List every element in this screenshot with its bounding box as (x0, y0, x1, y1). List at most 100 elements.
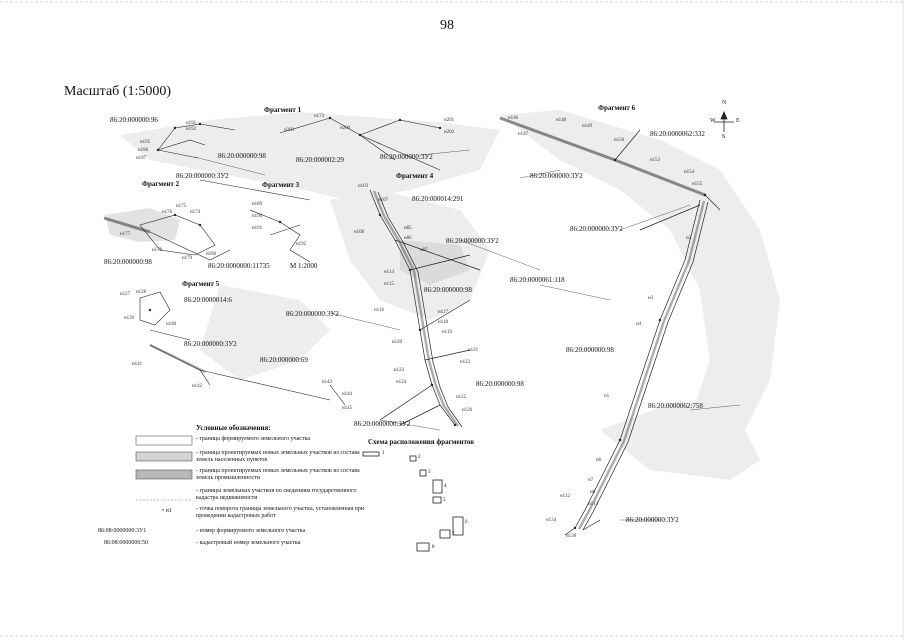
cadastral-label: 86:20:0000000:3У2 (354, 420, 411, 428)
point-label: н119 (442, 330, 452, 335)
point-label: н108 (354, 230, 365, 235)
scheme-label: 7 (452, 532, 455, 537)
cadastral-label: 86:20:000000:96 (110, 116, 158, 124)
legend-title: Условные обозначения: (196, 424, 271, 432)
point-label: н191 (252, 226, 263, 231)
point-label: н4 (636, 322, 642, 327)
point-label: н141 (132, 362, 143, 367)
cadastral-label: 86:20:0000061:118 (510, 276, 565, 284)
point-label: н85 (404, 226, 412, 231)
scheme-label: 6 (465, 520, 468, 525)
point-label: н200 (340, 126, 351, 131)
point-label: н190 (252, 214, 263, 219)
point-label: н192 (186, 127, 197, 132)
legend-symbol: • н1 (162, 508, 172, 514)
point-label: н197 (136, 156, 147, 161)
point-label: н112 (560, 494, 570, 499)
point-label: н174 (190, 210, 201, 215)
point-label: н144 (342, 392, 353, 397)
point-label: н146 (508, 116, 519, 121)
cadastral-label: 86:20:000000:98 (566, 346, 614, 354)
point-label: н145 (342, 406, 353, 411)
point-label: н191 (186, 121, 197, 126)
point-label: н120 (392, 340, 403, 345)
point-label: н202 (444, 130, 455, 135)
point-label: н113 (588, 502, 598, 507)
point-label: н128 (136, 290, 147, 295)
cadastral-label: 86:20:0000000:11735 (208, 262, 270, 270)
cadastral-label: 86:20:0000062:758 (648, 402, 703, 410)
point-label: н126 (462, 408, 473, 413)
point-label: н123 (394, 368, 405, 373)
point-label: н125 (456, 395, 467, 400)
point-label: н5 (604, 394, 610, 399)
cadastral-label: 86:20:000000:69 (260, 356, 308, 364)
cadastral-label: 86:20:000000:3У2 (626, 516, 679, 524)
point-label: н86 (404, 236, 412, 241)
point-label: н114 (384, 270, 394, 275)
cadastral-label: 86:20:000000:98 (104, 258, 152, 266)
cadastral-label: 86:20:000000:3У2 (380, 153, 433, 161)
cadastral-label: 86:20:000000:3У2 (176, 172, 229, 180)
point-label: н192 (296, 242, 307, 247)
point-label: н149 (582, 124, 593, 129)
fragment-1-title: Фрагмент 1 (264, 106, 302, 114)
compass-north: N (722, 100, 727, 106)
cadastral-label: 86:20:000014:291 (412, 195, 464, 203)
point-label: н122 (460, 360, 471, 365)
point-label: н116 (374, 308, 384, 313)
point-label: н6 (596, 458, 602, 463)
point-label: н117 (438, 310, 448, 315)
point-label: н175 (176, 204, 187, 209)
legend-item: - точка поворота границы земельного учас… (196, 506, 365, 519)
point-label: н147 (518, 132, 529, 137)
point-label: н118 (438, 320, 448, 325)
point-label: н138 (566, 534, 577, 539)
cadastral-label: 86:20:000000:3У2 (570, 225, 623, 233)
cadastral-label: 86:20:0000014:6 (184, 296, 232, 304)
point-label: н155 (692, 182, 703, 187)
point-label: н87 (420, 248, 428, 253)
legend-item: - номер формируемого земельного участка (196, 528, 306, 534)
point-label: н134 (546, 518, 557, 523)
cadastral-label: 86:20:000000:98 (476, 380, 524, 388)
point-label: н195 (140, 140, 151, 145)
point-label: н127 (120, 292, 131, 297)
fragment-5-title: Фрагмент 5 (182, 280, 220, 288)
point-label: н180 (206, 252, 217, 257)
cadastral-label: 86:20:000002:29 (296, 156, 344, 164)
cadastral-label: 86:20:000000:98 (218, 152, 266, 160)
cadastral-label: 86:20:000000:3У2 (530, 172, 583, 180)
scheme-label: 5 (443, 498, 446, 503)
point-label: н139 (124, 316, 135, 321)
legend-item: - кадастровый номер земельного участка (196, 540, 301, 546)
point-label: н189 (252, 202, 263, 207)
point-label: н2 (686, 236, 692, 241)
compass-east: E (736, 118, 740, 124)
fragment-2-title: Фрагмент 2 (142, 180, 180, 188)
cadastral-label: 86:20:000000:3У2 (286, 310, 339, 318)
scale-title: Масштаб (1:5000) (64, 84, 171, 99)
point-label: н142 (192, 384, 203, 389)
point-label: н178 (152, 248, 163, 253)
point-label: н203 (284, 128, 295, 133)
scheme-label: 1 (382, 451, 385, 456)
cadastral-label: 86:20:000000:98 (424, 286, 472, 294)
legend-item: - граница проектируемых новых земельных … (196, 468, 360, 481)
scale-fragment: М 1:2000 (290, 262, 318, 270)
point-label: н121 (468, 348, 479, 353)
cadastral-label: 86:20:000000:3У2 (184, 340, 237, 348)
point-label: н177 (120, 232, 131, 237)
scheme-label: 3 (428, 470, 431, 475)
point-label: н201 (444, 118, 455, 123)
point-label: н150 (614, 138, 625, 143)
point-label: н179 (182, 256, 193, 261)
compass-west: W (710, 118, 716, 124)
legend-symbol: 86:08:0000000:50 (104, 540, 149, 546)
scheme-label: 4 (444, 484, 447, 489)
point-label: н8 (590, 490, 596, 495)
point-label: н124 (396, 380, 407, 385)
point-label: н107 (378, 198, 389, 203)
fragment-4-title: Фрагмент 4 (396, 172, 434, 180)
